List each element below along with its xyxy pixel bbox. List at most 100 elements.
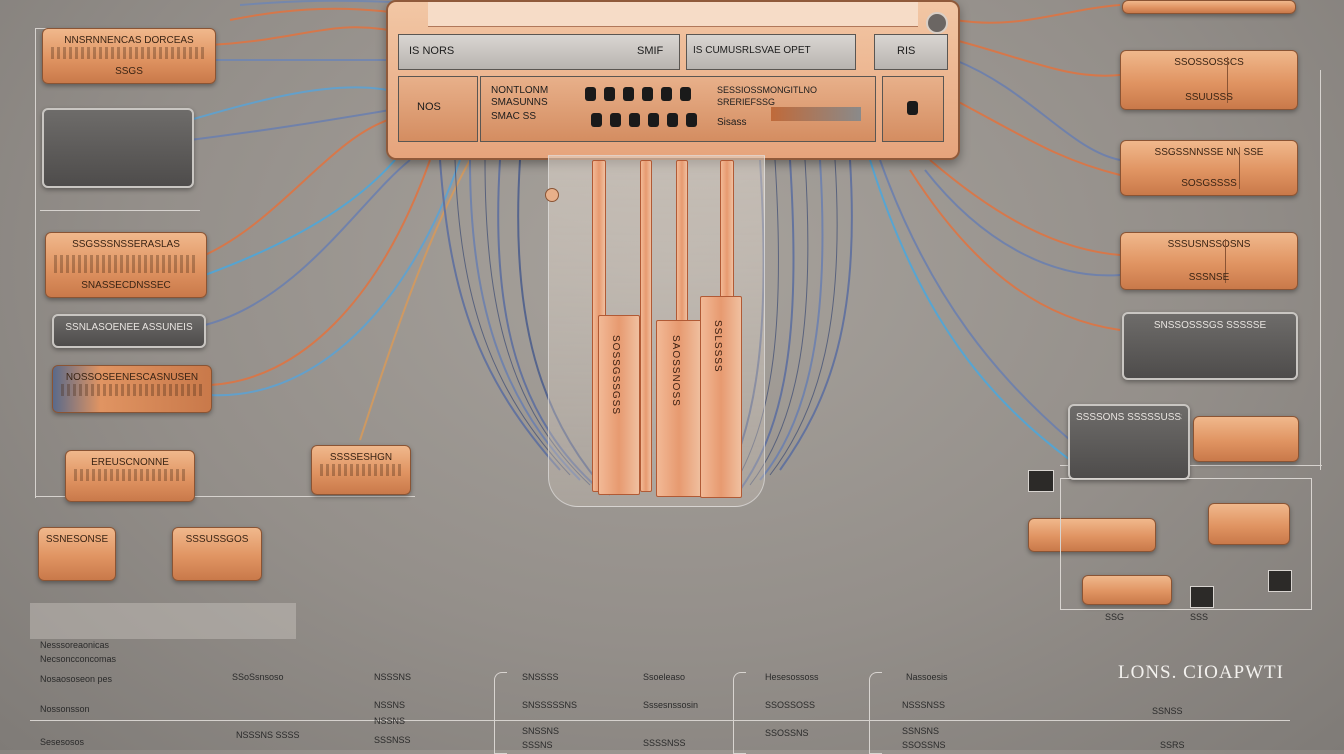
device-top-right-label: IS CUMUSRLSVAE OPET — [693, 45, 811, 56]
port[interactable] — [623, 87, 634, 101]
port[interactable] — [604, 87, 615, 101]
left-box-7-label: SSSSESHGN — [329, 452, 393, 463]
right-bracket-frame — [1060, 478, 1312, 610]
footer-rule — [30, 720, 1290, 721]
device-left-module[interactable]: NOS — [398, 76, 478, 142]
footer-col4-1: SNSSSS — [522, 672, 559, 682]
device-top-mid-label: SMIF — [637, 45, 664, 57]
right-box-top[interactable] — [1122, 0, 1296, 14]
tower-connector-dot[interactable] — [545, 188, 559, 202]
right-connector-icon[interactable] — [1028, 470, 1054, 492]
right-box-7[interactable] — [1028, 518, 1156, 552]
footer-col3-3: NSSNS — [374, 716, 406, 726]
device-far-right-panel: RIS — [874, 34, 948, 70]
right-frame-line — [1320, 70, 1321, 470]
footer-col1-3: Nosaososeon pes — [40, 674, 113, 684]
footer-col7-4: SSOSSNS — [902, 740, 946, 750]
right-box-3[interactable]: SSSUSNSSOSNS SSSNSE — [1120, 232, 1298, 290]
left-frame-divider — [40, 210, 200, 211]
left-box-6-label: EREUSCNONNE — [91, 457, 169, 468]
right-box-2-sub: SOSGSSSS — [1181, 178, 1237, 189]
device-right-text-1: SESSIOSSMONGITLNO — [717, 85, 818, 95]
port[interactable] — [686, 113, 697, 127]
footer-col3-1: NSSSNS — [374, 672, 412, 682]
port[interactable] — [610, 113, 621, 127]
port[interactable] — [591, 113, 602, 127]
left-box-3[interactable]: SSGSSSNSSERASLAS SNASSECDNSSEC — [45, 232, 207, 298]
tower-strip — [640, 160, 652, 492]
left-box-5[interactable]: NOSSOSEENESCASNUSEN — [52, 365, 212, 413]
left-box-3-label: SSGSSSNSSERASLAS — [72, 239, 180, 250]
device-mid-text-1: NONTLONM — [491, 85, 549, 96]
left-box-2[interactable] — [42, 108, 194, 188]
main-device: IS NORS SMIF IS CUMUSRLSVAE OPET RIS NOS… — [386, 0, 960, 160]
right-box-8[interactable] — [1208, 503, 1290, 545]
port-row-bottom — [587, 113, 701, 130]
tower-card-3 — [700, 296, 742, 498]
port[interactable] — [648, 113, 659, 127]
footer-header-bar — [30, 603, 296, 639]
left-box-5-stripe — [61, 384, 203, 396]
left-box-6[interactable]: EREUSCNONNE — [65, 450, 195, 502]
tower-card-1 — [598, 315, 640, 495]
footer-col5-3: SSSSNSS — [643, 738, 686, 748]
footer-col4-2: SNSSSSSNS — [522, 700, 578, 710]
right-small-2: SSS — [1190, 612, 1209, 622]
left-box-9-label: SSSUSSGOS — [185, 534, 249, 545]
left-box-1[interactable]: NNSRNNENCAS DORCEAS SSGS — [42, 28, 216, 84]
left-box-9[interactable]: SSSUSSGOS — [172, 527, 262, 581]
footer-col3-4: SSSNSS — [374, 735, 411, 745]
device-far-right-label: RIS — [897, 45, 916, 57]
device-right-text-2: SRERIEFSSG — [717, 97, 776, 107]
left-box-7[interactable]: SSSSESHGN — [311, 445, 411, 495]
right-box-6[interactable] — [1193, 416, 1299, 462]
right-box-1[interactable]: SSOSSOSSCS SSUUSSS — [1120, 50, 1298, 110]
footer-col2-1: SSoSsnsoso — [232, 672, 284, 682]
left-box-3-stripe — [54, 255, 198, 273]
right-box-1-sub: SSUUSSS — [1185, 92, 1233, 103]
left-frame-line — [35, 28, 36, 498]
device-right-port[interactable] — [907, 101, 918, 115]
device-knob[interactable] — [926, 12, 948, 34]
device-right-module[interactable] — [882, 76, 944, 142]
left-box-1-stripe — [51, 47, 207, 59]
left-box-8[interactable]: SSNESONSE — [38, 527, 116, 581]
right-small-1: SSG — [1105, 612, 1125, 622]
left-box-4-label: SSNLASOENEE ASSUNEIS — [65, 322, 193, 333]
right-box-3-sub: SSSNSE — [1188, 272, 1230, 283]
right-box-4[interactable]: SNSSOSSSGS SSSSSE — [1122, 312, 1298, 380]
left-box-5-label: NOSSOSEENESCASNUSEN — [65, 372, 199, 383]
footer-col1-2: Necsoncconcomas — [40, 654, 117, 664]
left-box-4[interactable]: SSNLASOENEE ASSUNEIS — [52, 314, 206, 348]
right-box-9[interactable] — [1082, 575, 1172, 605]
port-row-top — [581, 87, 695, 104]
right-box-1-divider — [1227, 57, 1228, 103]
footer-col3-2: NSSNS — [374, 700, 406, 710]
footer-col1-4: Nossonsson — [40, 704, 90, 714]
footer-col5-2: Sssesnssosin — [643, 700, 699, 710]
port[interactable] — [680, 87, 691, 101]
port[interactable] — [667, 113, 678, 127]
port[interactable] — [642, 87, 653, 101]
left-box-3-sub: SNASSECDNSSEC — [81, 280, 171, 291]
port[interactable] — [585, 87, 596, 101]
footer-col1-1: Nesssoreaonicas — [40, 640, 110, 650]
device-top-left-panel: IS NORS SMIF — [398, 34, 680, 70]
port[interactable] — [661, 87, 672, 101]
right-connector-icon[interactable] — [1190, 586, 1214, 608]
footer-col2-2: NSSSNS SSSS — [236, 730, 300, 740]
right-box-1-label: SSOSSOSSCS — [1174, 57, 1244, 68]
footer-col4-4: SSSNS — [522, 740, 553, 750]
right-box-2-divider — [1239, 147, 1240, 189]
device-top-bar — [428, 2, 918, 27]
right-connector-icon[interactable] — [1268, 570, 1292, 592]
right-frame-bottom — [1060, 465, 1322, 466]
left-box-1-sub: SSGS — [115, 66, 143, 77]
footer-col7-1: Nassoesis — [906, 672, 948, 682]
port[interactable] — [629, 113, 640, 127]
left-box-6-stripe — [74, 469, 186, 481]
right-box-2[interactable]: SSGSSNNSSE NN SSE SOSGSSSS — [1120, 140, 1298, 196]
right-box-3-label: SSSUSNSSOSNS — [1167, 239, 1251, 250]
